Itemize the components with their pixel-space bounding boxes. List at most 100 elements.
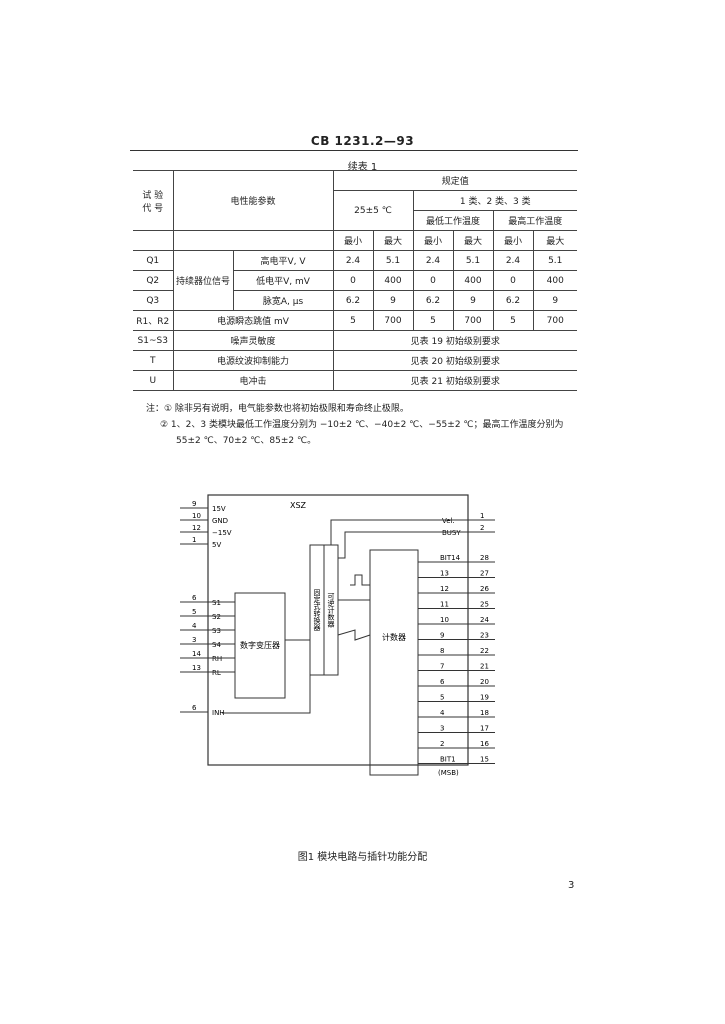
circuit-figure: XSZ 915V10GND12−15V15V6S15S24S33S414RH13… xyxy=(180,494,495,777)
table-row: Q2 低电平V, mV 0 400 0 400 0 400 xyxy=(133,270,577,291)
wire-arrow xyxy=(337,629,371,641)
module-label: XSZ xyxy=(290,501,307,510)
pin-number: 2 xyxy=(480,524,484,532)
cell: 2.4 xyxy=(332,250,374,271)
pin-number: 17 xyxy=(480,725,489,733)
test-code: U xyxy=(133,370,174,391)
cell: 6.2 xyxy=(332,290,374,311)
cell: 400 xyxy=(452,270,494,291)
pin-number: 6 xyxy=(192,704,197,712)
converter-block xyxy=(234,592,286,699)
pin-name: 2 xyxy=(440,740,444,748)
left-pins: 915V10GND12−15V15V6S15S24S33S414RH13RL6I… xyxy=(180,500,235,717)
msb-label: (MSB) xyxy=(438,769,459,777)
col-25c: 25±5 ℃ xyxy=(332,190,414,231)
table-row: S1~S3 噪声灵敏度 见表 19 初始级别要求 xyxy=(133,330,577,351)
table-row: U 电冲击 见表 21 初始级别要求 xyxy=(133,370,577,391)
pin-name: GND xyxy=(212,517,228,525)
table-row: R1、R2 电源瞬态跳值 mV 5 700 5 700 5 700 xyxy=(133,310,577,331)
test-code: Q3 xyxy=(133,290,174,311)
standard-number: CB 1231.2—93 xyxy=(310,134,415,148)
cell: 9 xyxy=(372,290,414,311)
pin-name: −15V xyxy=(212,529,232,537)
test-code: Q1 xyxy=(133,250,174,271)
cell: 700 xyxy=(532,310,577,331)
col-class: 1 类、2 类、3 类 xyxy=(412,190,577,211)
converter-label: 数字变压器 xyxy=(240,640,280,650)
param: 低电平V, mV xyxy=(232,270,334,291)
pin-name: S4 xyxy=(212,641,221,649)
pin-name: 5V xyxy=(212,541,221,549)
pin-name: Vel. xyxy=(442,517,455,525)
pin-number: 28 xyxy=(480,554,489,562)
vert-label-1: 固定式转换器 xyxy=(313,589,321,632)
pin-name: 8 xyxy=(440,647,444,655)
table-row: T 电源纹波抑制能力 见表 20 初始级别要求 xyxy=(133,350,577,371)
page-number: 3 xyxy=(568,880,575,891)
pin-number: 3 xyxy=(192,636,196,644)
pin-name: RL xyxy=(212,669,221,677)
cell: 9 xyxy=(452,290,494,311)
pin-name: 3 xyxy=(440,725,444,733)
cell: 5 xyxy=(412,310,454,331)
max-label: 最大 xyxy=(532,230,577,251)
cell: 6.2 xyxy=(492,290,534,311)
pin-number: 23 xyxy=(480,632,489,640)
pin-name: 15V xyxy=(212,505,226,513)
pin-number: 12 xyxy=(192,524,201,532)
cell: 5.1 xyxy=(452,250,494,271)
param: 脉宽A, μs xyxy=(232,290,334,311)
header-rule xyxy=(130,150,578,151)
note-1: 注：① 除非另有说明，电气能参数也将初始极限和寿命终止极限。 xyxy=(146,404,409,414)
pin-number: 22 xyxy=(480,647,489,655)
merged-cell: 见表 19 初始级别要求 xyxy=(332,330,577,351)
pin-name: 12 xyxy=(440,585,449,593)
pin-name: 10 xyxy=(440,616,449,624)
pin-number: 18 xyxy=(480,709,489,717)
param: 电源纹波抑制能力 xyxy=(172,350,334,371)
pin-number: 14 xyxy=(192,650,201,658)
pin-number: 4 xyxy=(192,622,197,630)
vert-label-2: 可逆计数器 xyxy=(327,593,335,629)
min-label: 最小 xyxy=(492,230,534,251)
col-low: 最低工作温度 xyxy=(412,210,494,231)
pin-name: RH xyxy=(212,655,222,663)
note-3: 55±2 ℃、70±2 ℃、85±2 ℃。 xyxy=(176,436,317,446)
pin-number: 1 xyxy=(480,512,484,520)
cell: 5 xyxy=(332,310,374,331)
test-code: S1~S3 xyxy=(133,330,174,351)
pin-number: 16 xyxy=(480,740,489,748)
test-code: Q2 xyxy=(133,270,174,291)
pin-number: 24 xyxy=(480,616,489,624)
cell: 400 xyxy=(532,270,577,291)
pin-name: 13 xyxy=(440,570,449,578)
pin-name: BIT14 xyxy=(440,554,461,562)
pin-name: S1 xyxy=(212,599,221,607)
param: 电冲击 xyxy=(172,370,334,391)
cell: 0 xyxy=(332,270,374,291)
pin-number: 27 xyxy=(480,570,489,578)
col-spec: 规定值 xyxy=(332,170,577,191)
param: 电源瞬态跳值 mV xyxy=(172,310,334,331)
pin-number: 20 xyxy=(480,678,489,686)
counter-block xyxy=(369,549,419,776)
pulse xyxy=(350,574,370,586)
cell: 400 xyxy=(372,270,414,291)
pin-name: 4 xyxy=(440,709,445,717)
merged-cell: 见表 21 初始级别要求 xyxy=(332,370,577,391)
group-label: 持续器位信号 xyxy=(172,250,234,311)
pin-number: 10 xyxy=(192,512,201,520)
merged-cell: 见表 20 初始级别要求 xyxy=(332,350,577,371)
table-row: Q1 持续器位信号 高电平V, V 2.4 5.1 2.4 5.1 2.4 5.… xyxy=(133,250,577,311)
pin-number: 13 xyxy=(192,664,201,672)
wire-inh xyxy=(222,675,311,714)
max-label: 最大 xyxy=(452,230,494,251)
table-caption: 续表 1 xyxy=(347,162,378,173)
cell: 5.1 xyxy=(532,250,577,271)
test-code: R1、R2 xyxy=(133,310,174,331)
param: 高电平V, V xyxy=(232,250,334,271)
col-param: 电性能参数 xyxy=(172,170,334,231)
cell: 700 xyxy=(452,310,494,331)
pin-name: 11 xyxy=(440,601,449,609)
cell: 0 xyxy=(492,270,534,291)
